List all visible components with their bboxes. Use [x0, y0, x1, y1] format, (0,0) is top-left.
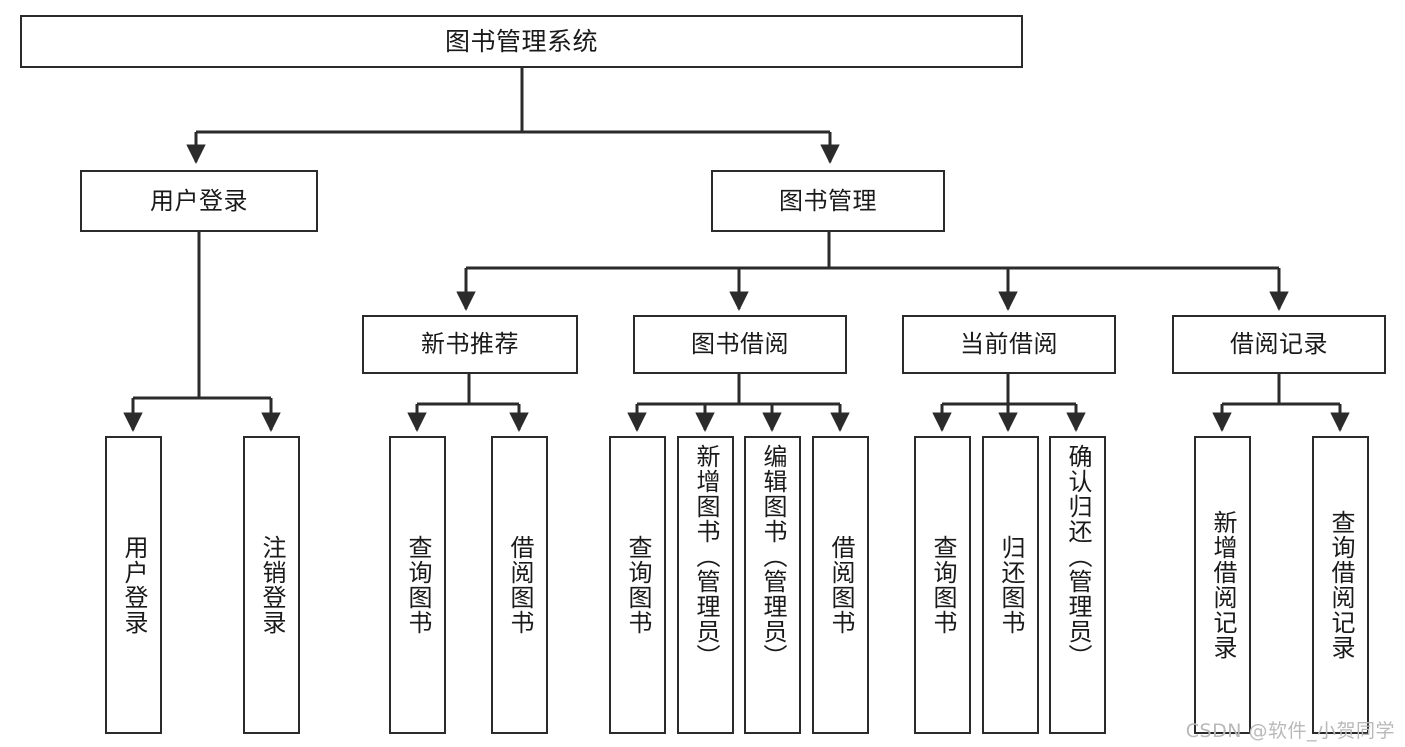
node-leaf-query-borrow-record-label: 查询借阅记录 — [1326, 510, 1355, 660]
node-current-borrow[interactable]: 当前借阅 — [902, 315, 1116, 374]
node-leaf-logout-login-label: 注销登录 — [257, 535, 286, 635]
node-leaf-edit-book-label: 编辑图书（管理员） — [758, 444, 787, 669]
node-leaf-query-book-2-label: 查询图书 — [623, 535, 652, 635]
node-user-login-label: 用户登录 — [150, 186, 248, 215]
node-leaf-user-login[interactable]: 用户登录 — [105, 436, 162, 734]
node-leaf-borrow-book-1[interactable]: 借阅图书 — [491, 436, 548, 734]
node-leaf-query-book-3[interactable]: 查询图书 — [914, 436, 971, 734]
node-leaf-user-login-label: 用户登录 — [119, 535, 148, 635]
node-leaf-query-book-3-label: 查询图书 — [928, 535, 957, 635]
node-new-book-recommend[interactable]: 新书推荐 — [362, 315, 578, 374]
node-leaf-return-book[interactable]: 归还图书 — [982, 436, 1039, 734]
node-leaf-query-borrow-record[interactable]: 查询借阅记录 — [1312, 436, 1369, 734]
node-leaf-add-borrow-record-label: 新增借阅记录 — [1208, 510, 1237, 660]
node-leaf-add-book-label: 新增图书（管理员） — [691, 444, 720, 669]
node-book-borrow[interactable]: 图书借阅 — [633, 315, 847, 374]
node-root-label: 图书管理系统 — [444, 26, 598, 56]
node-leaf-add-borrow-record[interactable]: 新增借阅记录 — [1194, 436, 1251, 734]
node-root-system[interactable]: 图书管理系统 — [20, 15, 1023, 68]
node-leaf-logout-login[interactable]: 注销登录 — [243, 436, 300, 734]
node-leaf-add-book[interactable]: 新增图书（管理员） — [677, 436, 734, 734]
node-leaf-confirm-return[interactable]: 确认归还（管理员） — [1049, 436, 1106, 734]
node-borrow-record-label: 借阅记录 — [1230, 330, 1328, 359]
node-leaf-borrow-book-2-label: 借阅图书 — [826, 535, 855, 635]
node-book-management-label: 图书管理 — [779, 186, 877, 215]
node-leaf-return-book-label: 归还图书 — [996, 535, 1025, 635]
node-current-borrow-label: 当前借阅 — [960, 330, 1058, 359]
node-leaf-query-book-2[interactable]: 查询图书 — [609, 436, 666, 734]
node-leaf-query-book-1[interactable]: 查询图书 — [389, 436, 446, 734]
node-leaf-confirm-return-label: 确认归还（管理员） — [1063, 444, 1092, 669]
node-leaf-query-book-1-label: 查询图书 — [403, 535, 432, 635]
node-leaf-edit-book[interactable]: 编辑图书（管理员） — [744, 436, 801, 734]
node-book-management[interactable]: 图书管理 — [711, 170, 945, 232]
node-book-borrow-label: 图书借阅 — [691, 330, 789, 359]
node-borrow-record[interactable]: 借阅记录 — [1172, 315, 1386, 374]
node-leaf-borrow-book-2[interactable]: 借阅图书 — [812, 436, 869, 734]
node-new-book-recommend-label: 新书推荐 — [421, 330, 519, 359]
node-user-login[interactable]: 用户登录 — [80, 170, 318, 232]
node-leaf-borrow-book-1-label: 借阅图书 — [505, 535, 534, 635]
